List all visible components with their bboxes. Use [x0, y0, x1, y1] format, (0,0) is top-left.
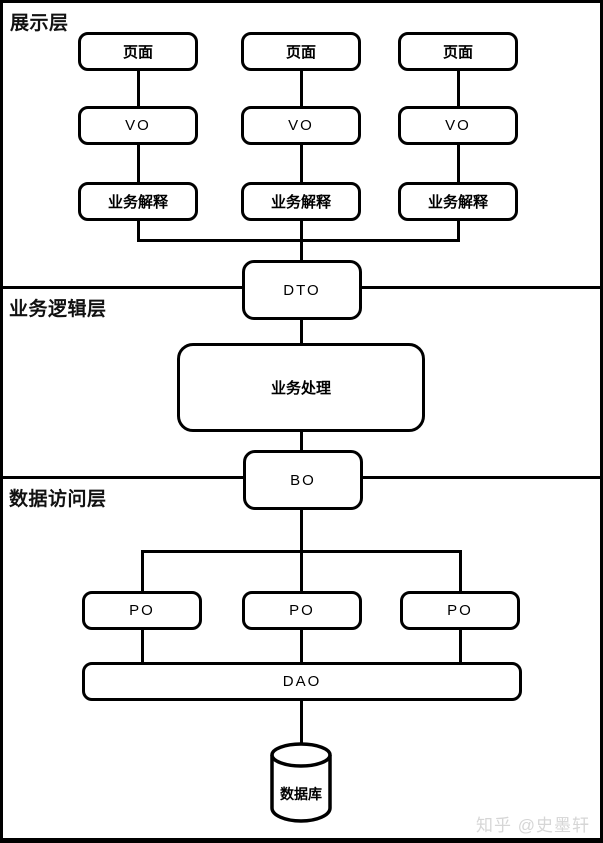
bo-node: BO	[243, 450, 363, 510]
connector-line	[141, 628, 144, 665]
connector-line	[300, 628, 303, 665]
business-interpret-node-1: 业务解释	[78, 182, 198, 221]
connector-line	[300, 550, 303, 594]
po-node-1: PO	[82, 591, 202, 630]
business-interpret-node-3: 业务解释	[398, 182, 518, 221]
business-process-node: 业务处理	[177, 343, 425, 432]
vo-node-3: VO	[398, 106, 518, 145]
connector-line	[137, 143, 140, 184]
connector-line	[141, 550, 144, 594]
layer-label-presentation: 展示层	[10, 13, 69, 34]
connector-line	[459, 550, 462, 594]
dto-node: DTO	[242, 260, 362, 320]
connector-line	[457, 219, 460, 242]
connector-line	[137, 69, 140, 108]
page-node-2: 页面	[241, 32, 361, 71]
connector-line	[300, 219, 303, 242]
connector-line	[137, 219, 140, 242]
connector-line	[457, 143, 460, 184]
watermark: 知乎 @史墨轩	[476, 816, 590, 835]
connector-line	[300, 143, 303, 184]
database-cylinder-icon	[270, 742, 332, 823]
connector-line	[300, 69, 303, 108]
connector-line	[300, 507, 303, 552]
connector-line	[300, 698, 303, 745]
page-node-1: 页面	[78, 32, 198, 71]
po-node-2: PO	[242, 591, 362, 630]
layer-label-business-logic: 业务逻辑层	[9, 299, 107, 320]
connector-line	[300, 429, 303, 453]
connector-line	[300, 317, 303, 346]
connector-line	[459, 628, 462, 665]
dao-node: DAO	[82, 662, 522, 701]
business-interpret-node-2: 业务解释	[241, 182, 361, 221]
vo-node-1: VO	[78, 106, 198, 145]
page-node-3: 页面	[398, 32, 518, 71]
connector-line	[457, 69, 460, 108]
layer-label-data-access: 数据访问层	[9, 489, 107, 510]
po-node-3: PO	[400, 591, 520, 630]
database-label: 数据库	[280, 786, 322, 802]
vo-node-2: VO	[241, 106, 361, 145]
connector-line	[300, 239, 303, 262]
connector-line	[137, 239, 460, 242]
